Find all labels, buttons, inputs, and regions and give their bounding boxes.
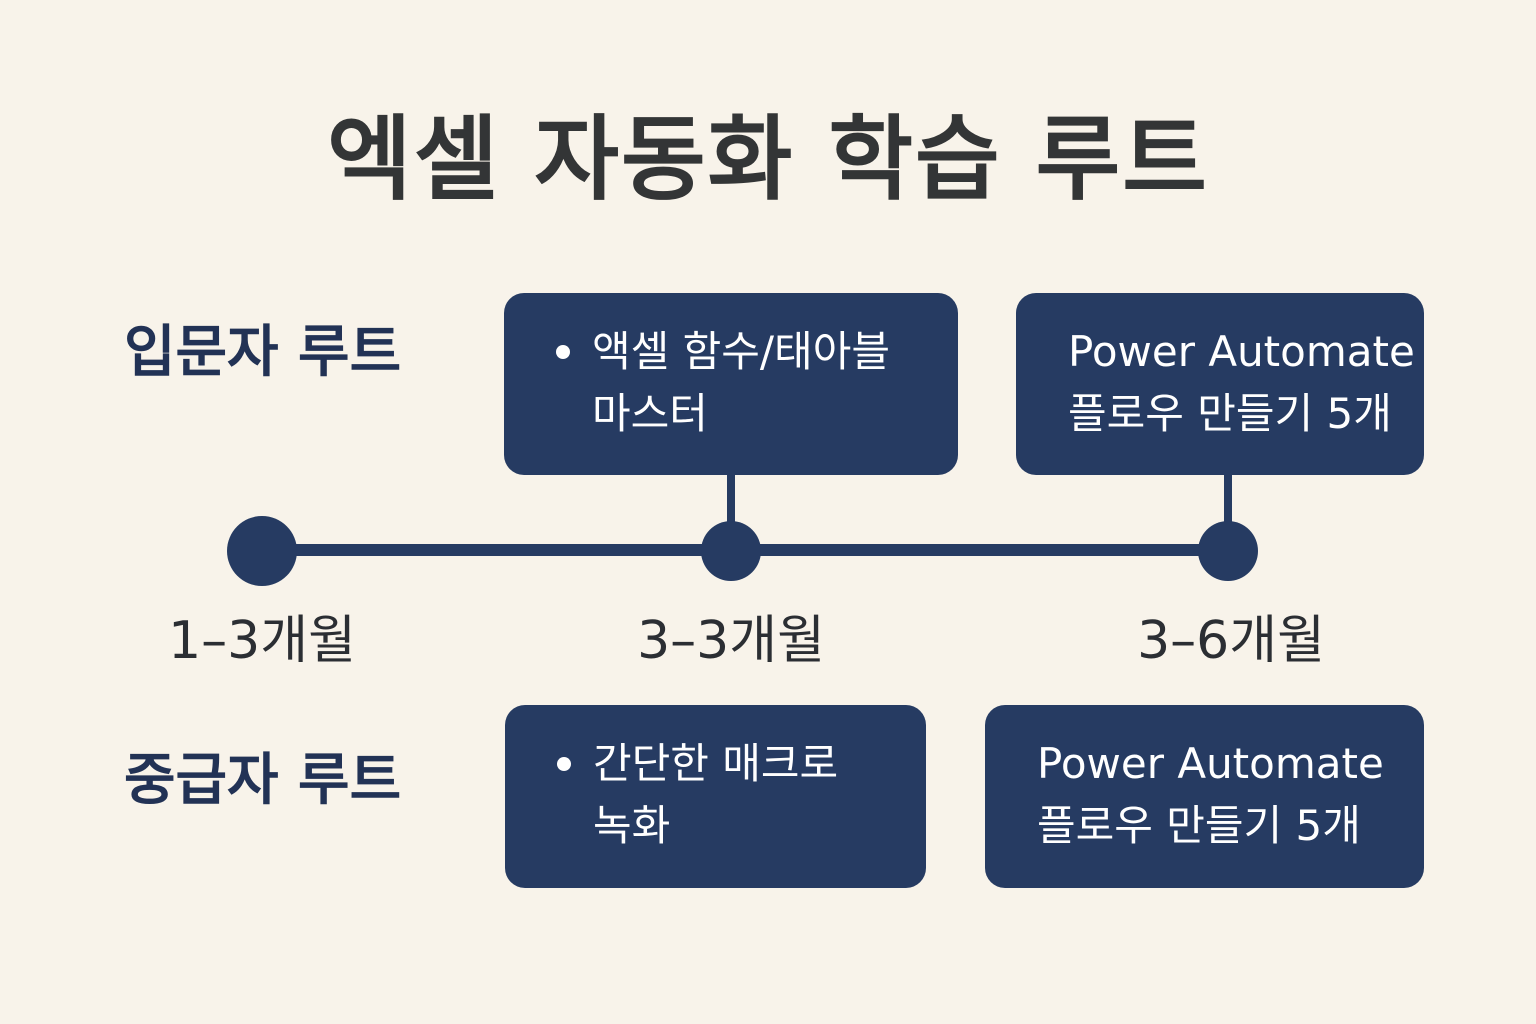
period-label-2: 3–3개월 (637, 611, 825, 671)
box-line-1: Power Automate (1037, 739, 1384, 788)
bullet-icon (556, 345, 570, 359)
period-label-1: 1–3개월 (168, 611, 356, 671)
box-line-2: 마스터 (592, 389, 708, 438)
intermediate-step-1-box: 간단한 매크로 녹화 (505, 705, 926, 888)
period-label-3: 3–6개월 (1137, 611, 1325, 671)
intermediate-route-label: 중급자 루트 (124, 748, 402, 813)
bullet-icon (557, 757, 571, 771)
box-line-2: 플로우 만들기 5개 (1068, 389, 1392, 438)
intermediate-step-2-box: Power Automate 플로우 만들기 5개 (985, 705, 1424, 888)
box-line-1: Power Automate (1068, 327, 1415, 376)
page-title: 엑셀 자동화 학습 루트 (327, 106, 1209, 213)
beginner-route-label: 입문자 루트 (124, 320, 402, 385)
box-line-2: 녹화 (593, 801, 671, 850)
box-line-2: 플로우 만들기 5개 (1037, 801, 1361, 850)
timeline-node-3 (1198, 521, 1258, 581)
timeline-node-1 (227, 516, 297, 586)
beginner-step-1-box: 액셀 함수/태아블 마스터 (504, 293, 958, 475)
box-line-1: 간단한 매크로 (593, 739, 839, 788)
timeline-node-2 (701, 521, 761, 581)
beginner-step-2-box: Power Automate 플로우 만들기 5개 (1016, 293, 1424, 475)
box-line-1: 액셀 함수/태아블 (592, 327, 890, 376)
